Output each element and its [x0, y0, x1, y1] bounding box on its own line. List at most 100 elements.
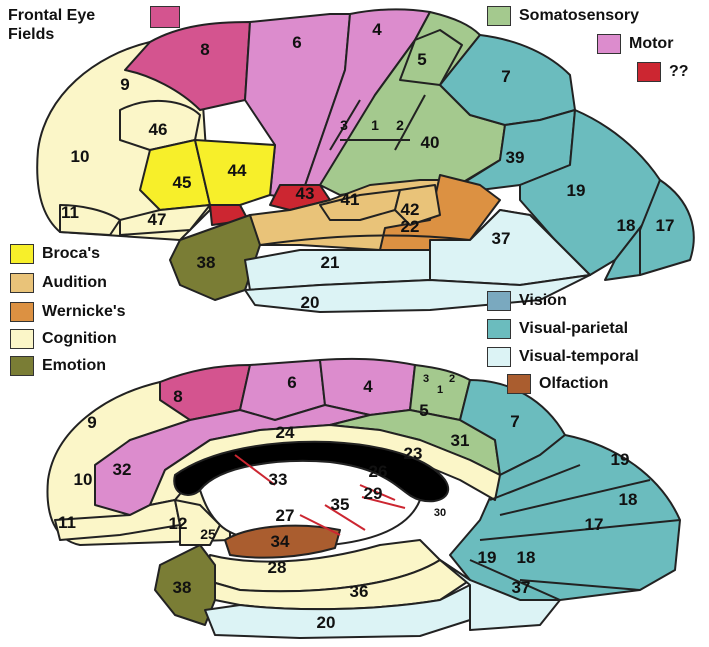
legend-somatosensory-label: Somatosensory	[519, 7, 639, 25]
medial-area-label-8: 8	[173, 387, 182, 406]
medial-area-label-37: 37	[512, 578, 531, 597]
legend-visual-parietal-label: Visual-parietal	[519, 320, 628, 338]
legend-broca-label: Broca's	[42, 245, 100, 263]
lateral-area-label-45: 45	[173, 173, 192, 192]
lateral-area-label-5: 5	[417, 50, 426, 69]
legend-vision: Vision	[487, 291, 567, 311]
medial-area-label-5: 5	[419, 401, 428, 420]
legend-frontal-eye-fields-swatch	[150, 6, 180, 28]
medial-area-label-32: 32	[113, 460, 132, 479]
medial-area-label-10: 10	[74, 470, 93, 489]
lateral-area-label-47: 47	[148, 210, 167, 229]
medial-area-label-25: 25	[200, 526, 216, 542]
lateral-area-label-20: 20	[301, 293, 320, 312]
legend-motor-label: Motor	[629, 35, 673, 53]
legend-olfaction-label: Olfaction	[539, 375, 608, 393]
medial-area-label-18: 18	[517, 548, 536, 567]
legend-wernicke: Wernicke's	[10, 302, 126, 322]
legend-somatosensory: Somatosensory	[487, 6, 639, 26]
lateral-area-label-44: 44	[228, 161, 247, 180]
legend-broca: Broca's	[10, 244, 100, 264]
legend-vision-swatch	[487, 291, 511, 311]
lateral-area-label-6: 6	[292, 33, 301, 52]
legend-visual-temporal-swatch	[487, 347, 511, 367]
lateral-area-label-3: 3	[340, 117, 348, 133]
lateral-area-label-37: 37	[492, 229, 511, 248]
legend-cognition: Cognition	[10, 329, 117, 349]
lateral-area-label-10: 10	[71, 147, 90, 166]
legend-visual-parietal: Visual-parietal	[487, 319, 628, 339]
medial-area-label-1: 1	[437, 384, 443, 396]
medial-area-label-20: 20	[317, 613, 336, 632]
legend-emotion: Emotion	[10, 356, 106, 376]
legend-vision-label: Vision	[519, 292, 567, 310]
legend-motor-swatch	[597, 34, 621, 54]
legend-wernicke-label: Wernicke's	[42, 303, 126, 321]
legend-olfaction-swatch	[507, 374, 531, 394]
lateral-area-label-40: 40	[421, 133, 440, 152]
medial-area-label-2: 2	[449, 373, 455, 385]
lateral-area-label-46: 46	[149, 120, 168, 139]
lateral-area-label-8: 8	[200, 40, 209, 59]
lateral-area-label-17: 17	[656, 216, 675, 235]
medial-area-label-17: 17	[585, 515, 604, 534]
lateral-area-label-4: 4	[372, 20, 382, 39]
medial-area-label-24: 24	[276, 423, 295, 442]
medial-area-label-26: 26	[369, 462, 388, 481]
legend-visual-temporal: Visual-temporal	[487, 347, 639, 367]
medial-area-label-33: 33	[269, 470, 288, 489]
lateral-area-label-43: 43	[296, 184, 315, 203]
medial-area-label-19: 19	[611, 450, 630, 469]
medial-area-label-38: 38	[173, 578, 192, 597]
legend-unknown-label: ??	[669, 63, 689, 81]
lateral-brain	[37, 9, 694, 312]
lateral-area-label-22: 22	[401, 217, 420, 236]
medial-area-label-3: 3	[423, 373, 429, 385]
medial-area-label-6: 6	[287, 373, 296, 392]
lateral-area-label-21: 21	[321, 253, 340, 272]
medial-area-label-29: 29	[364, 484, 383, 503]
medial-area-label-23: 23	[404, 444, 423, 463]
legend-unknown: ??	[637, 62, 689, 82]
legend-cognition-label: Cognition	[42, 330, 117, 348]
legend-audition-swatch	[10, 273, 34, 293]
medial-area-label-31: 31	[451, 431, 470, 450]
medial-area-label-4: 4	[363, 377, 373, 396]
legend-audition: Audition	[10, 273, 107, 293]
lateral-area-label-11: 11	[61, 203, 79, 222]
lateral-area-label-7: 7	[501, 67, 510, 86]
medial-area-label-27: 27	[276, 506, 295, 525]
legend-wernicke-swatch	[10, 302, 34, 322]
legend-motor: Motor	[597, 34, 673, 54]
legend-visual-temporal-label: Visual-temporal	[519, 348, 639, 366]
legend-audition-label: Audition	[42, 274, 107, 292]
legend-emotion-swatch	[10, 356, 34, 376]
medial-area-label-7: 7	[510, 412, 519, 431]
lateral-area-label-41: 41	[341, 190, 360, 209]
medial-area-label-35: 35	[331, 495, 350, 514]
legend-broca-swatch	[10, 244, 34, 264]
medial-area-label-12: 12	[169, 514, 188, 533]
lateral-area-label-9: 9	[120, 75, 129, 94]
medial-area-label-36: 36	[350, 582, 369, 601]
lateral-area-label-38: 38	[197, 253, 216, 272]
legend-unknown-swatch	[637, 62, 661, 82]
medial-area-label-11: 11	[58, 513, 76, 532]
lateral-area-label-19: 19	[567, 181, 586, 200]
lateral-area-label-18: 18	[617, 216, 636, 235]
legend-somatosensory-swatch	[487, 6, 511, 26]
medial-area-label-19: 19	[478, 548, 497, 567]
legend-frontal-eye-fields-label: Frontal Eye Fields	[8, 6, 143, 44]
legend-emotion-label: Emotion	[42, 357, 106, 375]
medial-area-label-18: 18	[619, 490, 638, 509]
medial-area-label-28: 28	[268, 558, 287, 577]
legend-cognition-swatch	[10, 329, 34, 349]
lateral-area-label-2: 2	[396, 117, 404, 133]
medial-area-label-30: 30	[434, 507, 446, 519]
medial-area-label-34: 34	[271, 532, 290, 551]
lateral-area-label-1: 1	[371, 117, 379, 133]
lateral-area-label-39: 39	[506, 148, 525, 167]
medial-area-label-9: 9	[87, 413, 96, 432]
legend-visual-parietal-swatch	[487, 319, 511, 339]
